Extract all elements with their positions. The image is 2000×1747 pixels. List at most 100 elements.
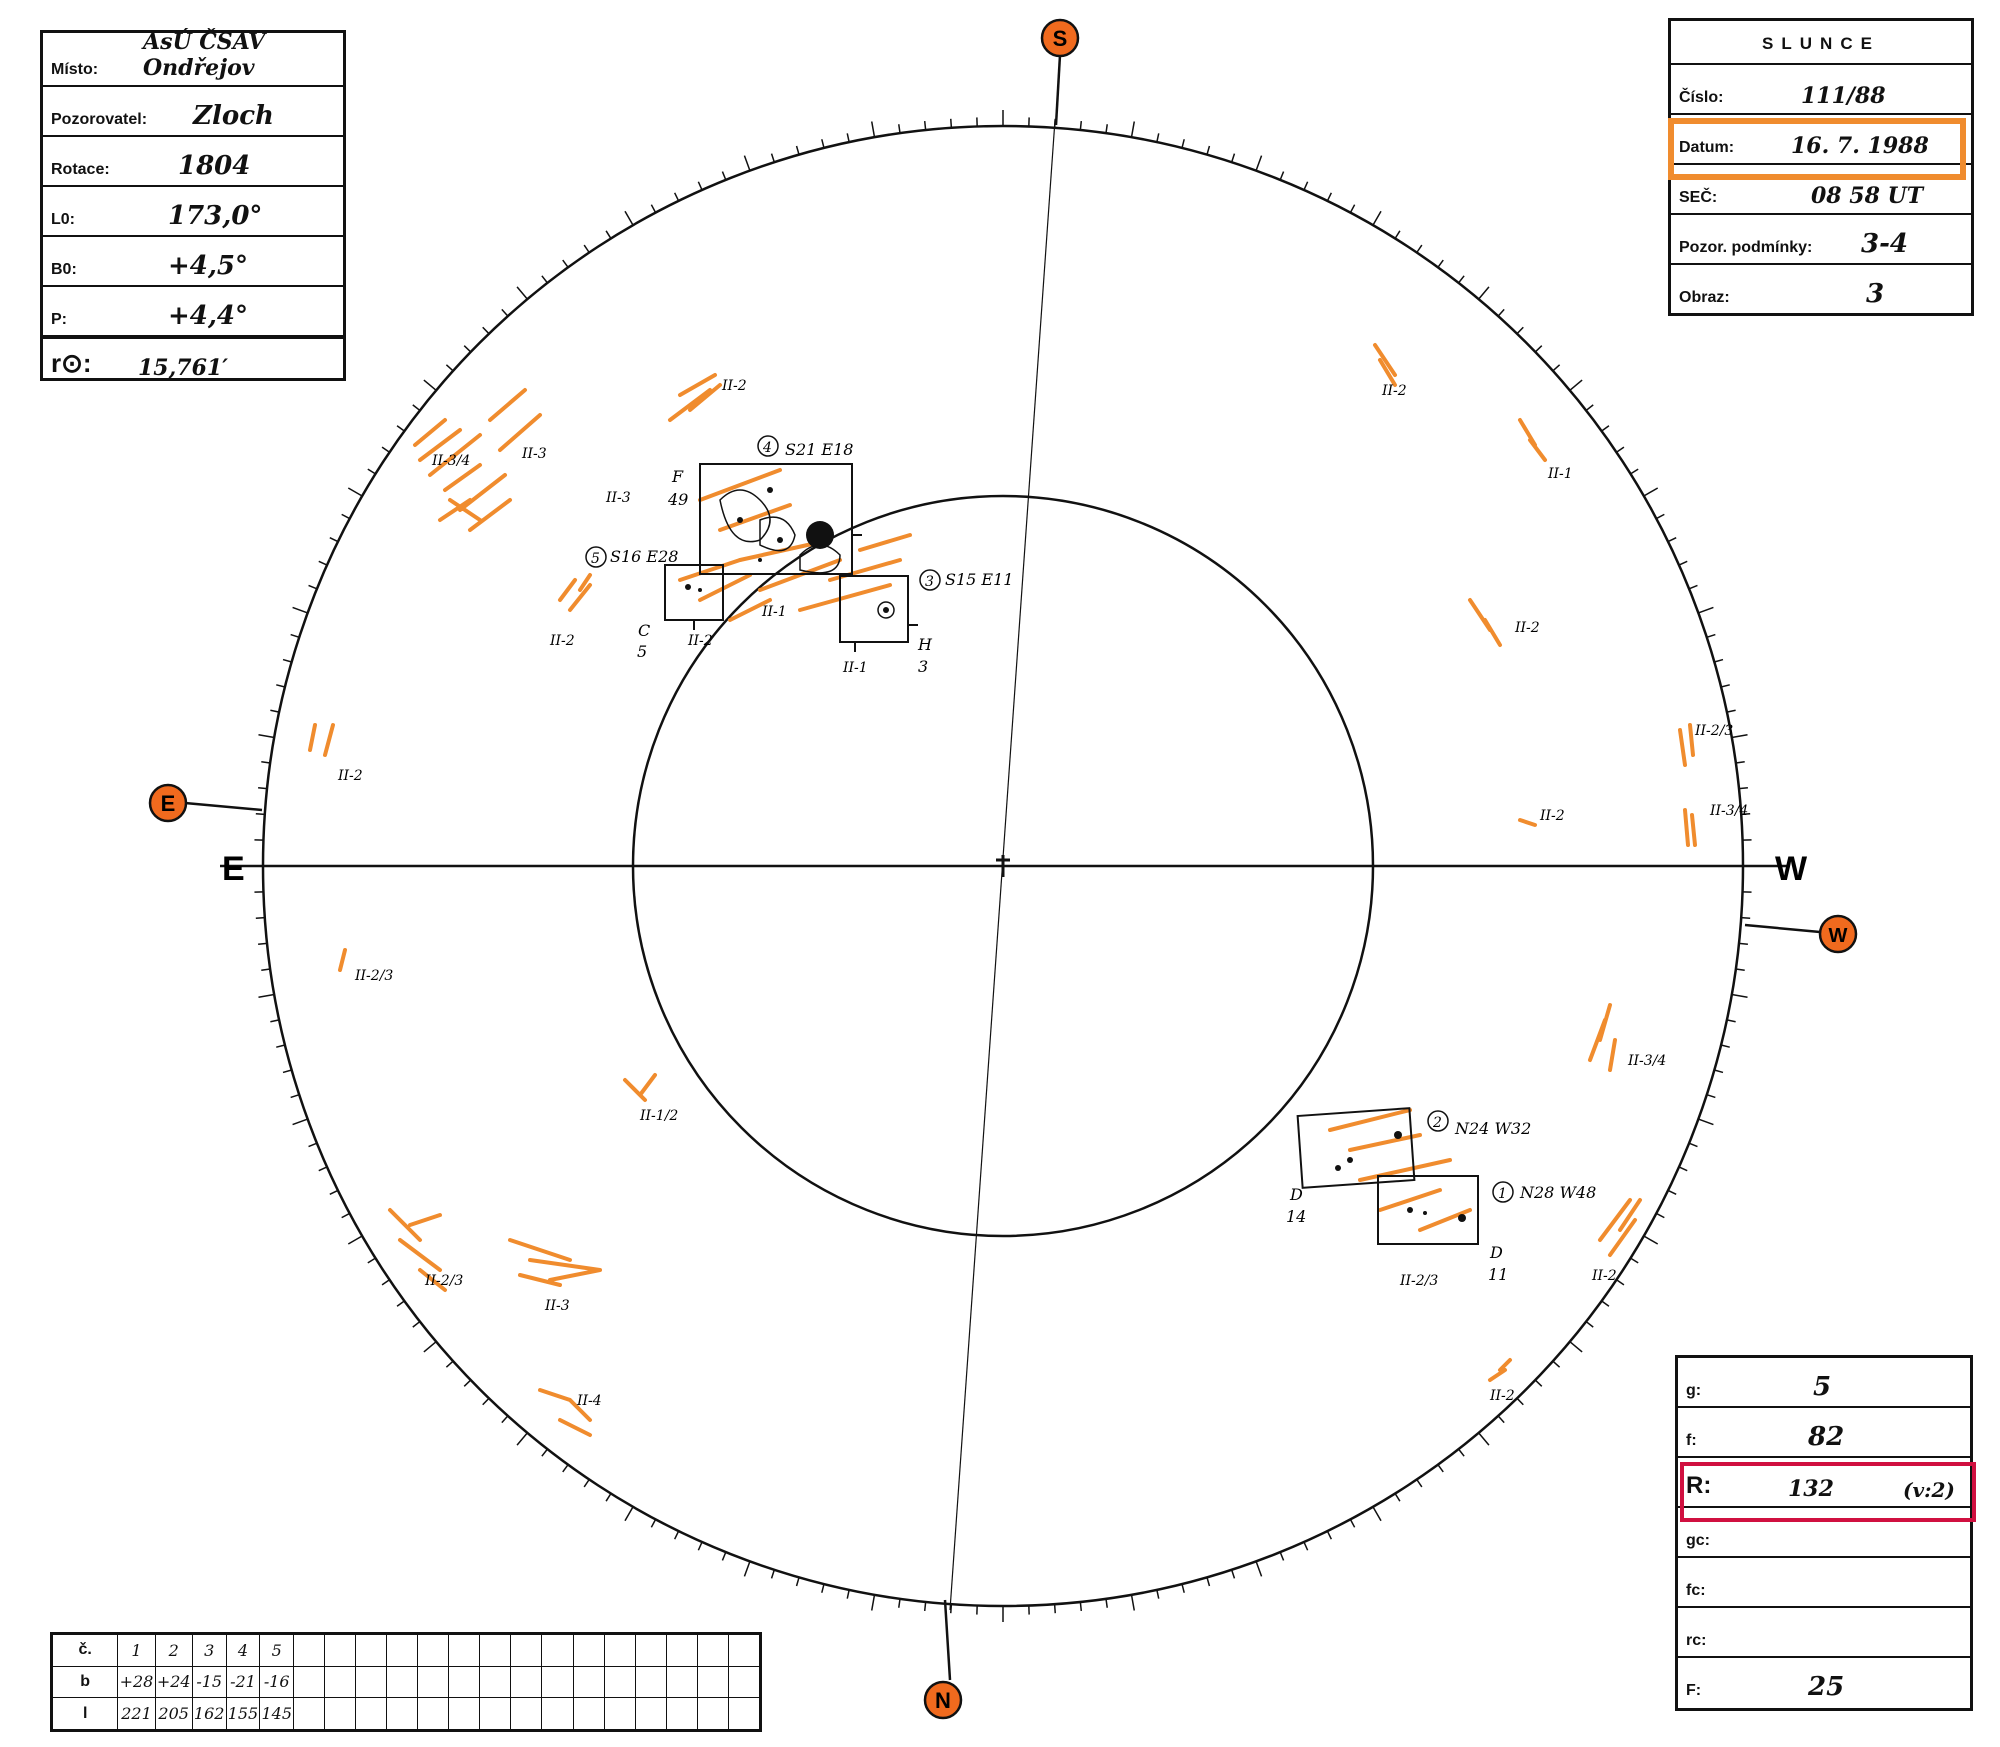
limb-tick xyxy=(1720,684,1730,688)
svg-text:F: F xyxy=(671,467,684,486)
limb-tick xyxy=(1706,633,1716,639)
limb-tick xyxy=(1206,145,1211,155)
limb-tick xyxy=(1726,709,1736,713)
limb-tick xyxy=(624,210,634,226)
limb-tick xyxy=(1714,658,1724,663)
limb-tick xyxy=(1688,584,1698,590)
limb-tick xyxy=(950,1604,953,1614)
limb-tick xyxy=(1738,942,1748,946)
limb-tick xyxy=(261,761,271,764)
time-value: 08 58 UT xyxy=(1811,183,1924,209)
f-row: f: 82 xyxy=(1678,1408,1970,1458)
image-row: Obraz: 3 xyxy=(1671,265,1971,313)
limb-tick xyxy=(308,584,318,590)
site-value: AsÚ ČSAV Ondřejov xyxy=(143,29,266,81)
image-label: Obraz: xyxy=(1679,289,1730,306)
fc-row: fc: xyxy=(1678,1558,1970,1608)
limb-tick xyxy=(482,326,490,335)
limb-tick xyxy=(1585,404,1594,412)
svg-text:II-2: II-2 xyxy=(337,768,363,784)
limb-tick xyxy=(1534,345,1543,353)
observation-info-box: Místo: AsÚ ČSAV Ondřejov Pozorovatel: Zl… xyxy=(40,29,346,381)
svg-text:II-1: II-1 xyxy=(761,604,787,620)
limb-tick xyxy=(1279,1551,1285,1561)
east-marker: E xyxy=(148,783,188,823)
limb-tick xyxy=(846,1589,850,1599)
group-5-label: 5 S16 E28 C 5 xyxy=(585,546,678,661)
limb-tick xyxy=(270,1019,280,1023)
limb-tick xyxy=(1326,192,1333,202)
svg-text:3: 3 xyxy=(918,657,928,676)
limb-tick xyxy=(743,155,751,171)
number-value: 111/88 xyxy=(1801,83,1886,109)
limb-tick xyxy=(1105,124,1108,134)
limb-tick xyxy=(329,1189,339,1196)
limb-tick xyxy=(1616,1279,1625,1286)
date-label: Datum: xyxy=(1679,139,1735,156)
limb-tick xyxy=(721,171,727,181)
north-label: N xyxy=(935,1688,951,1713)
limb-tick xyxy=(381,446,390,453)
limb-tick xyxy=(318,1166,328,1172)
limb-tick xyxy=(1497,1415,1505,1424)
limb-tick xyxy=(1698,606,1714,614)
gc-label: gc: xyxy=(1686,1532,1710,1549)
svg-text:II-4: II-4 xyxy=(576,1393,602,1409)
limb-tick xyxy=(1457,275,1465,284)
b0-value: +4,5° xyxy=(168,251,249,281)
svg-text:II-1: II-1 xyxy=(1547,466,1573,482)
limb-tick xyxy=(367,1257,376,1264)
svg-text:II-2/3: II-2/3 xyxy=(1399,1273,1438,1289)
limb-tick xyxy=(1416,244,1423,253)
limb-tick xyxy=(1437,1464,1444,1473)
limb-tick xyxy=(347,487,363,497)
limb-tick xyxy=(367,468,376,475)
limb-tick xyxy=(516,1432,528,1446)
limb-tick xyxy=(1130,1594,1136,1611)
limb-tick xyxy=(562,1464,569,1473)
limb-tick xyxy=(673,192,680,202)
row-label-number: č. xyxy=(50,1633,119,1667)
limb-tick xyxy=(1569,1341,1583,1353)
limb-tick xyxy=(341,513,350,520)
svg-text:II-2: II-2 xyxy=(549,633,575,649)
limb-tick xyxy=(1643,1235,1659,1245)
limb-tick xyxy=(1255,1561,1263,1577)
limb-tick xyxy=(423,1341,437,1353)
svg-text:S21 E18: S21 E18 xyxy=(785,440,853,459)
limb-tick xyxy=(482,1397,490,1406)
limb-tick xyxy=(258,993,275,999)
limb-tick xyxy=(1130,121,1136,138)
limb-tick xyxy=(412,404,421,412)
limb-tick xyxy=(1437,259,1444,268)
limb-tick xyxy=(1698,1118,1714,1126)
svg-text:II-2: II-2 xyxy=(1489,1388,1515,1404)
svg-text:II-2: II-2 xyxy=(1514,620,1540,636)
sun-record-box: SLUNCE Číslo: 111/88 Datum: 16. 7. 1988 … xyxy=(1668,18,1974,316)
limb-tick xyxy=(1053,1604,1056,1614)
limb-tick xyxy=(1735,761,1745,764)
limb-tick xyxy=(1516,1397,1524,1406)
limb-tick xyxy=(605,230,612,239)
limb-tick xyxy=(950,118,953,128)
limb-tick xyxy=(292,606,308,614)
limb-tick xyxy=(1516,326,1524,335)
limb-tick xyxy=(770,1569,776,1579)
west-marker: W xyxy=(1818,914,1858,954)
limb-tick xyxy=(821,1583,825,1593)
image-value: 3 xyxy=(1866,279,1885,309)
limb-tick xyxy=(1181,139,1185,149)
l0-value: 173,0° xyxy=(168,201,263,231)
relative-number-box: g: 5 f: 82 R: 132 (v:2) gc: fc: rc: F: 2… xyxy=(1675,1355,1973,1711)
limb-tick xyxy=(721,1551,727,1561)
svg-text:II-3: II-3 xyxy=(605,490,631,506)
limb-tick xyxy=(1534,1379,1543,1387)
limb-tick xyxy=(516,286,528,300)
svg-text:5: 5 xyxy=(591,551,600,567)
limb-tick xyxy=(770,153,776,163)
svg-text:1: 1 xyxy=(1498,1186,1507,1202)
group-4-sketch xyxy=(699,463,862,575)
svg-text:II-3/4: II-3/4 xyxy=(1709,803,1748,819)
limb-tick xyxy=(1667,1189,1677,1196)
